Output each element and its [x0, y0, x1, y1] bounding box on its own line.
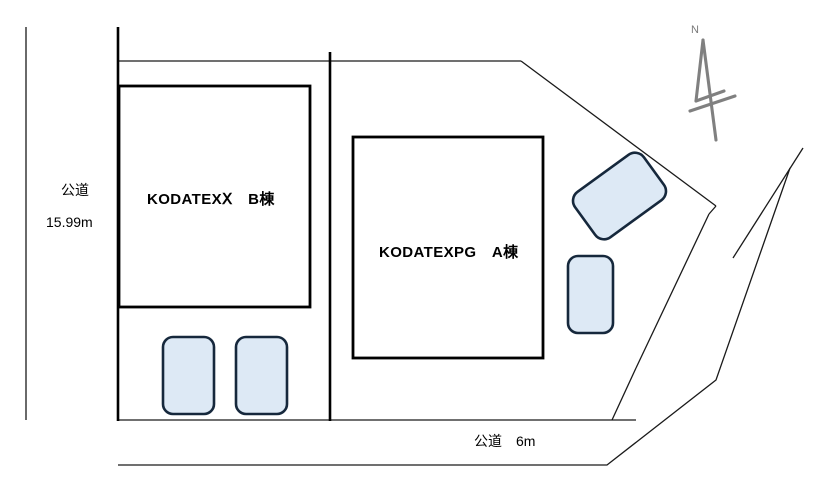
far-right-road-line [732, 147, 804, 259]
parking-stalls [161, 151, 668, 416]
plot-south-jog [611, 367, 637, 421]
plot-east-edge [708, 205, 717, 215]
boundary-lines [25, 27, 804, 466]
plot-southeast-edge [635, 213, 710, 369]
parking-stall-a-angled [571, 151, 668, 241]
north-arrow-icon [688, 38, 737, 142]
plot-northeast-edge [520, 60, 717, 207]
north-arrow-head-left [694, 38, 705, 103]
north-arrow-cross [688, 94, 737, 113]
north-arrow-head-base [694, 89, 726, 103]
parking-stall-b-right [234, 335, 289, 416]
building-b-footprint [117, 84, 312, 309]
building-a-footprint [351, 135, 545, 360]
parking-stall-a-upright [566, 254, 615, 335]
road-far-edge [118, 167, 791, 466]
north-arrow-shaft [701, 38, 718, 142]
parking-stall-b-left [161, 335, 216, 416]
